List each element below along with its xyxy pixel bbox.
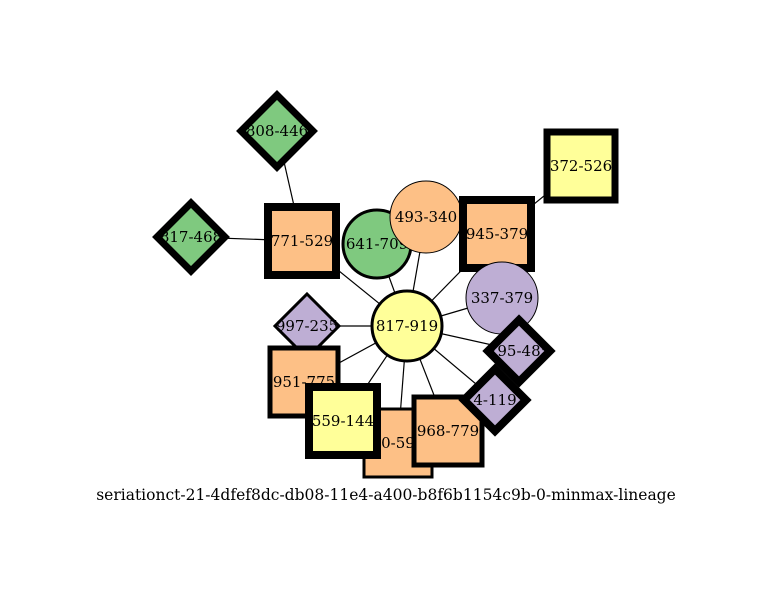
node-771-529: 771-529 [264, 203, 340, 279]
node-square [267, 345, 341, 419]
node-label: 372-526 [550, 157, 612, 175]
node-4-119: 4-119 [458, 363, 532, 437]
node-label: 641-709 [346, 235, 408, 253]
node-label: 968-779 [417, 422, 479, 440]
node-label: 795-485 [488, 342, 550, 360]
node-label: 945-379 [466, 225, 528, 243]
node-label: 997-235 [276, 317, 338, 335]
node-795-485: 795-485 [482, 314, 556, 388]
node-951-775: 951-775 [267, 345, 341, 419]
node-997-235: 997-235 [272, 291, 342, 361]
node-493-340: 493-340 [389, 180, 463, 254]
node-label: 337-379 [471, 289, 533, 307]
node-945-379: 945-379 [459, 196, 535, 272]
node-square [543, 128, 619, 204]
node-diamond [152, 198, 230, 276]
node-label: 817-919 [376, 317, 438, 335]
node-circle [370, 289, 444, 363]
node-diamond [482, 314, 556, 388]
node-diamond [458, 363, 532, 437]
node-label: 4-119 [473, 391, 516, 409]
node-968-779: 968-779 [411, 394, 485, 468]
node-label: 817-468 [160, 228, 222, 246]
node-817-919: 817-919 [370, 289, 444, 363]
node-label: 493-340 [395, 208, 457, 226]
node-817-468: 817-468 [152, 198, 230, 276]
node-label: 771-529 [271, 232, 333, 250]
graph-caption: seriationct-21-4dfef8dc-db08-11e4-a400-b… [96, 486, 676, 504]
node-label: 808-446 [246, 122, 308, 140]
node-diamond [236, 90, 318, 172]
node-label: 559-144 [312, 412, 374, 430]
node-372-526: 372-526 [543, 128, 619, 204]
node-label: 0-59 [381, 434, 415, 452]
node-layer: 808-446 817-468 771-529 641-709 493-340 945-3… [152, 90, 619, 479]
node-square [305, 383, 381, 459]
node-808-446: 808-446 [236, 90, 318, 172]
node-559-144: 559-144 [305, 383, 381, 459]
node-square [264, 203, 340, 279]
